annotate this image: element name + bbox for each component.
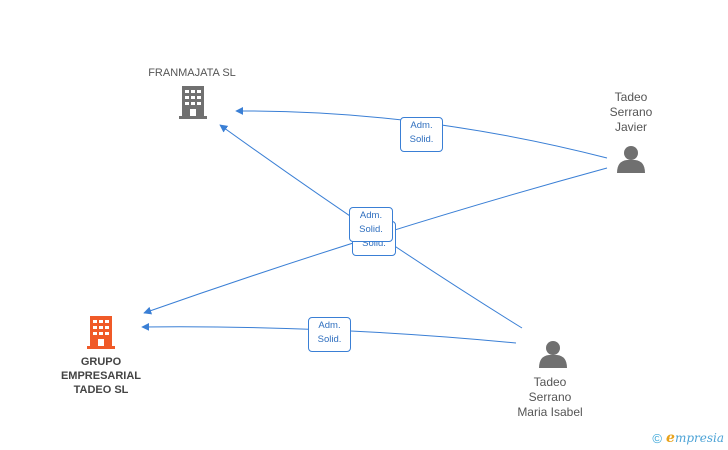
role-badge-maria-grupo[interactable]: Adm. Solid. <box>308 317 351 352</box>
person-name-line: Javier <box>614 120 647 134</box>
company-name-line: TADEO SL <box>73 384 129 396</box>
role-line: Adm. <box>359 210 383 221</box>
building-icon[interactable] <box>87 316 115 349</box>
company-name-line: EMPRESARIAL <box>60 370 142 382</box>
person-name-line: Serrano <box>528 390 572 404</box>
building-icon[interactable] <box>179 86 207 119</box>
person-name-line: Tadeo <box>533 375 567 389</box>
person-label-maria[interactable]: Tadeo Serrano Maria Isabel <box>500 375 600 420</box>
footer-brand: © empresia <box>652 430 724 446</box>
person-icon[interactable] <box>539 341 567 368</box>
person-icon[interactable] <box>617 146 645 173</box>
person-name-line: Maria Isabel <box>517 405 583 419</box>
company-label-franmajata[interactable]: FRANMAJATA SL <box>130 66 254 80</box>
company-label-grupo[interactable]: GRUPO EMPRESARIAL TADEO SL <box>40 355 162 397</box>
role-line: Adm. <box>410 120 433 131</box>
copyright-icon: © <box>652 430 663 446</box>
role-line: Solid. <box>362 238 386 249</box>
person-name-line: Tadeo <box>614 90 648 104</box>
role-badge-javier-franmajata[interactable]: Adm. Solid. <box>400 117 443 152</box>
role-line: Adm. <box>318 320 341 331</box>
person-name-line: Serrano <box>609 105 653 119</box>
role-badge-maria-franmajata[interactable]: Adm. Solid. <box>349 207 393 242</box>
role-line: Solid. <box>317 334 342 345</box>
person-label-javier[interactable]: Tadeo Serrano Javier <box>586 90 676 135</box>
company-name-line: GRUPO <box>80 356 122 368</box>
role-line: Solid. <box>409 134 434 145</box>
role-line: Solid. <box>359 224 383 235</box>
brand-logo[interactable]: empresia <box>666 430 724 446</box>
company-name: FRANMAJATA SL <box>148 67 236 79</box>
